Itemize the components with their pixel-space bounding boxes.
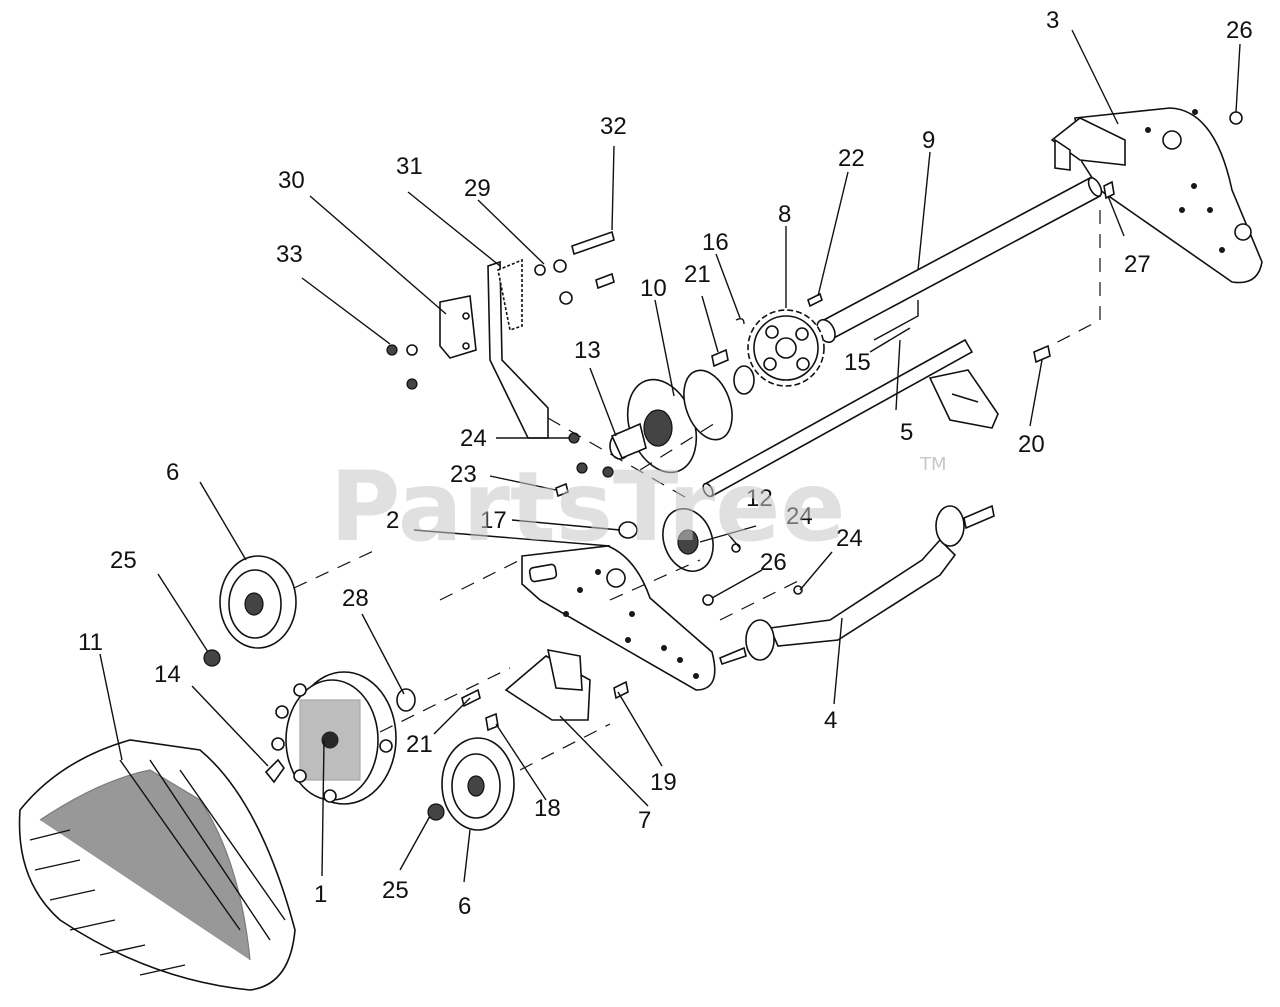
part-5-shaft	[702, 338, 999, 498]
callout-19: 19	[650, 769, 677, 796]
part-9-axle	[816, 176, 1103, 344]
callout-21-lower: 21	[406, 731, 433, 758]
callout-31: 31	[396, 153, 423, 180]
part-3-side-plate	[1050, 107, 1263, 284]
callout-28: 28	[342, 585, 369, 612]
part-11-track	[18, 739, 296, 991]
callout-4: 4	[824, 707, 837, 734]
callout-27: 27	[1124, 251, 1151, 278]
callout-8: 8	[778, 201, 791, 228]
callout-30: 30	[278, 167, 305, 194]
callout-26-top: 26	[1226, 17, 1253, 44]
leader-lines	[99, 29, 1241, 883]
callout-17: 17	[480, 507, 507, 534]
callout-11: 11	[78, 629, 103, 656]
part-13-bushing	[609, 422, 647, 460]
part-30-bracket	[439, 295, 477, 359]
watermark: PartsTree TM	[330, 451, 947, 563]
callout-1: 1	[314, 881, 327, 908]
callout-6-lower: 6	[458, 893, 471, 920]
callout-13: 13	[574, 337, 601, 364]
part-6-idler-wheel-upper	[219, 555, 297, 649]
callout-5: 5	[900, 419, 913, 446]
callout-15: 15	[844, 349, 871, 376]
callout-32: 32	[600, 113, 627, 140]
watermark-trademark: TM	[919, 454, 947, 475]
callout-16: 16	[702, 229, 729, 256]
callout-29: 29	[464, 175, 491, 202]
part-8-sprocket	[747, 309, 825, 387]
callout-21-upper: 21	[684, 261, 711, 288]
callout-33: 33	[276, 241, 303, 268]
callout-18: 18	[534, 795, 561, 822]
callout-2: 2	[386, 507, 399, 534]
callout-25-upper: 25	[110, 547, 137, 574]
callout-10: 10	[640, 275, 667, 302]
callout-24-c: 24	[836, 525, 863, 552]
callout-3: 3	[1046, 7, 1059, 34]
callout-6-upper: 6	[166, 459, 179, 486]
part-4-crank-axle	[719, 504, 995, 666]
callout-9: 9	[922, 127, 935, 154]
part-2-side-plate	[521, 545, 716, 691]
callout-23: 23	[450, 461, 477, 488]
assembly-lines	[293, 210, 1101, 771]
callout-14: 14	[154, 661, 181, 688]
watermark-text: PartsTree	[330, 451, 845, 563]
callout-7: 7	[638, 807, 651, 834]
part-6-idler-wheel-lower	[441, 737, 515, 831]
part-1-drive-wheel	[271, 671, 397, 805]
callout-20: 20	[1018, 431, 1045, 458]
callout-24-b: 24	[786, 503, 813, 530]
callout-12: 12	[746, 485, 773, 512]
callout-labels: 1 2 3 4 5 6 6 7 8 9 10 11 12 13 14 15 16…	[78, 7, 1253, 920]
small-hardware	[203, 111, 1243, 821]
part-12-flange	[662, 508, 714, 572]
part-31-lever	[487, 258, 549, 439]
callout-25-lower: 25	[382, 877, 409, 904]
callout-24-a: 24	[460, 425, 487, 452]
callout-22: 22	[838, 145, 865, 172]
part-7-bracket	[504, 648, 591, 721]
callout-26-mid: 26	[760, 549, 787, 576]
